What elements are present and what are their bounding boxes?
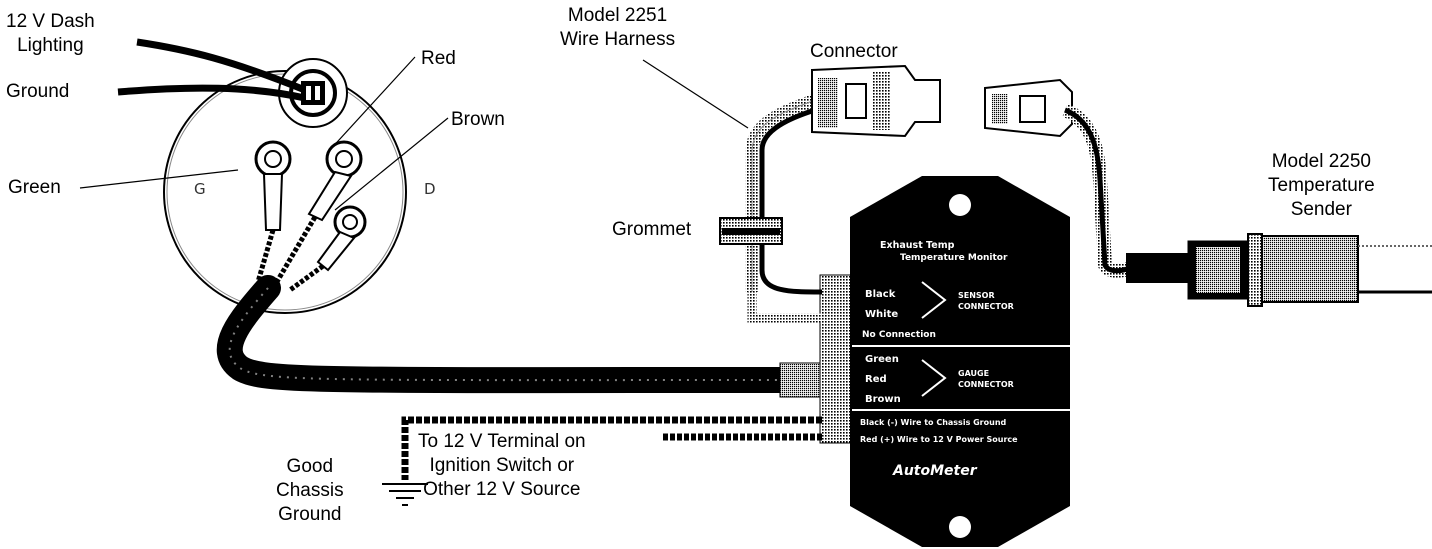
label-wire-harness-line1: Model 2251 <box>567 5 668 26</box>
connector-female <box>984 78 1073 138</box>
label-chassis-ground-line2: Chassis <box>276 480 344 501</box>
module-title-2: Temperature Monitor <box>900 253 1008 263</box>
label-temperature-sender: Model 2250 Temperature Sender <box>1268 150 1375 222</box>
leader-harness <box>642 59 749 129</box>
label-ground: Ground <box>6 81 70 102</box>
label-brown: Brown <box>451 109 505 130</box>
label-chassis-ground-line1: Good <box>286 456 334 477</box>
terminal-green <box>254 140 292 231</box>
label-chassis-ground-line3: Ground <box>278 504 342 525</box>
gauge-letter-d: D <box>424 180 436 198</box>
leader-red <box>327 56 416 153</box>
dash-lighting-wire <box>136 38 307 94</box>
g2-red: Red <box>865 374 887 385</box>
label-terminal-line3: Other 12 V Source <box>423 479 581 500</box>
sender-threads <box>1261 235 1359 303</box>
g1-target-1: SENSOR <box>958 291 995 300</box>
g1-target-2: CONNECTOR <box>958 302 1014 311</box>
module-title-1: Exhaust Temp <box>880 240 955 251</box>
label-wire-harness-line2: Wire Harness <box>560 29 676 50</box>
g2-target-1: GAUGE <box>958 369 989 378</box>
mount-hole-top <box>949 194 971 216</box>
label-temp-sender-line1: Model 2250 <box>1271 151 1371 172</box>
lamp-socket <box>278 58 348 128</box>
power-line-2: Red (+) Wire to 12 V Power Source <box>860 435 1018 444</box>
grommet <box>719 217 783 245</box>
label-green: Green <box>8 177 61 198</box>
temperature-sender <box>1126 233 1432 307</box>
terminal-brown <box>316 205 367 272</box>
label-temp-sender-line2: Temperature <box>1268 175 1375 196</box>
label-chassis-ground: Good Chassis Ground <box>276 455 344 527</box>
g2-green: Green <box>865 354 899 365</box>
sender-wire <box>1063 107 1131 274</box>
leader-brown <box>334 117 449 211</box>
mount-hole-bottom <box>949 516 971 538</box>
connector-male <box>811 64 941 138</box>
g1-black: Black <box>865 289 896 300</box>
g1-white: White <box>865 309 898 320</box>
leader-green <box>79 169 239 189</box>
cable-boot <box>779 362 823 398</box>
g1-nc: No Connection <box>862 330 936 340</box>
terminal-strip <box>819 274 853 444</box>
chassis-ground-wire <box>401 416 822 480</box>
gauge-letter-g: G <box>194 180 206 198</box>
label-wire-harness: Model 2251 Wire Harness <box>560 4 675 52</box>
label-grommet: Grommet <box>612 219 692 240</box>
sender-boot <box>1126 253 1188 283</box>
sender-harness-sheath <box>1061 103 1133 278</box>
arrow-gauge <box>921 359 947 397</box>
g2-brown: Brown <box>865 394 901 405</box>
power-line-1: Black (-) Wire to Chassis Ground <box>860 418 1007 427</box>
ground-wire <box>117 84 306 102</box>
label-terminal-line1: To 12 V Terminal on <box>418 431 586 452</box>
gauge: G D <box>163 58 436 314</box>
harness-black-wire <box>759 107 816 270</box>
label-red: Red <box>421 48 456 69</box>
arrow-sensor <box>921 281 947 319</box>
brand-logo: AutoMeter <box>892 463 978 479</box>
label-dash-lighting: 12 V Dash Lighting <box>6 10 95 58</box>
ground-symbol <box>382 483 428 506</box>
label-dash-lighting-line1: 12 V Dash <box>6 11 95 32</box>
label-12v-terminal: To 12 V Terminal on Ignition Switch or O… <box>418 430 586 502</box>
label-terminal-line2: Ignition Switch or <box>429 455 575 476</box>
label-connector: Connector <box>810 41 898 62</box>
label-temp-sender-line3: Sender <box>1290 199 1352 220</box>
label-dash-lighting-line2: Lighting <box>17 35 84 56</box>
g2-target-2: CONNECTOR <box>958 380 1014 389</box>
module-body <box>850 176 1070 547</box>
terminal-red <box>307 140 363 222</box>
temperature-monitor-module: Exhaust Temp Temperature Monitor Black W… <box>819 176 1070 547</box>
